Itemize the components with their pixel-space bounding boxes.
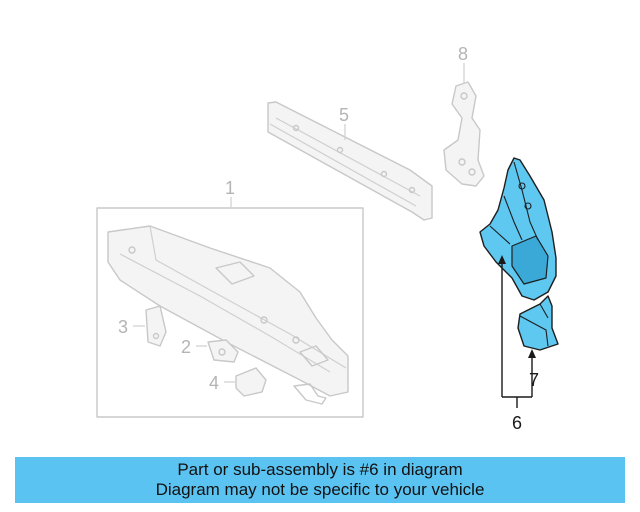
banner-line-2: Diagram may not be specific to your vehi… (155, 480, 485, 499)
callout-3: 3 (118, 317, 128, 337)
parts-diagram: 5 8 1 3 2 4 (96, 44, 559, 433)
callout-6: 6 (512, 413, 522, 433)
callout-7: 7 (529, 370, 539, 390)
part-1-group-box (96, 207, 364, 418)
callout-5: 5 (339, 105, 349, 125)
callout-2: 2 (181, 337, 191, 357)
part-1-rear-panel (107, 225, 349, 397)
part-4-bracket (235, 367, 267, 397)
part-6-extension (479, 157, 557, 301)
part-2-clip (207, 339, 239, 363)
leader-6-7 (498, 255, 536, 408)
part-5-upper-panel (267, 101, 433, 221)
part-fastener (293, 383, 327, 405)
info-banner: Part or sub-assembly is #6 in diagram Di… (15, 457, 625, 503)
part-3-bracket (145, 305, 167, 347)
banner-line-1: Part or sub-assembly is #6 in diagram (177, 460, 463, 479)
callout-1: 1 (225, 178, 235, 198)
part-8-bracket (443, 81, 485, 187)
callout-8: 8 (458, 44, 468, 64)
callout-4: 4 (209, 373, 219, 393)
part-7-bracket (517, 295, 559, 351)
